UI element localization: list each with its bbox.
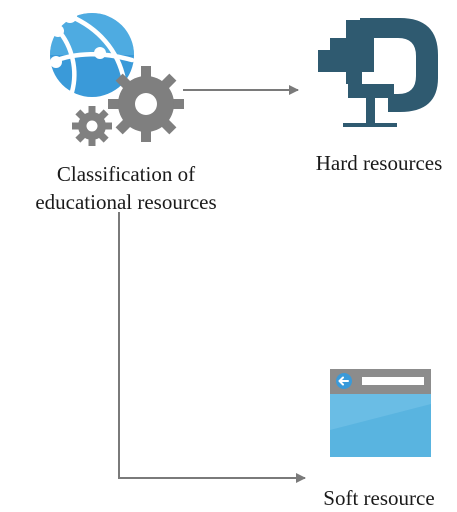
hard-resources-label: Hard resources [315,151,443,175]
root-node-label-line1: Classification of [56,162,196,186]
globe-with-gears-icon [49,9,184,146]
connector-root-to-soft [118,212,306,483]
c-clamp-icon [318,18,438,127]
root-node-label-line2: educational resources [35,190,217,214]
browser-window-icon [330,369,431,457]
soft-resource-label: Soft resource [323,486,435,510]
root-node-label: Classification of educational resources [22,160,230,216]
